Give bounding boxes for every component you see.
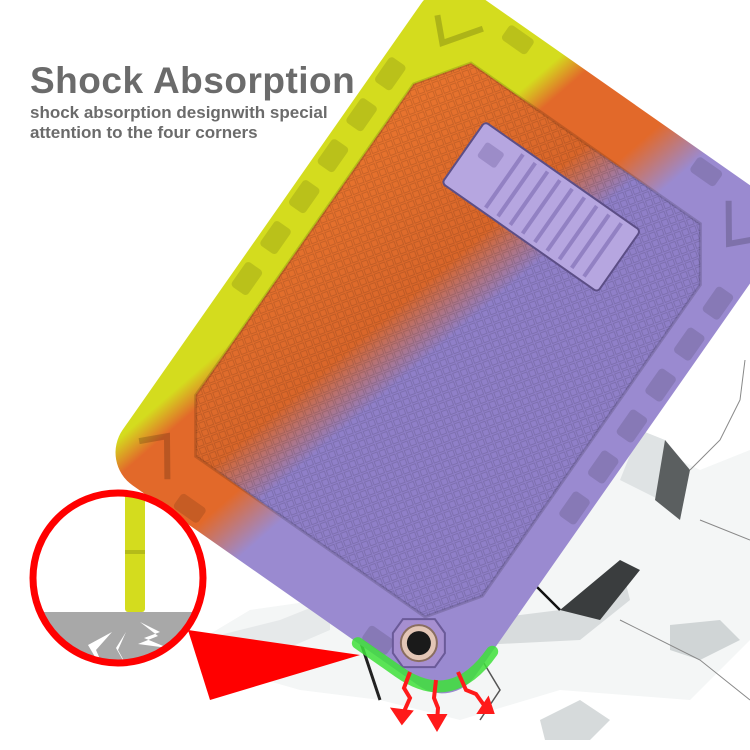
subtitle-line-2: attention to the four corners: [30, 123, 258, 142]
impact-crack-icon: [88, 622, 168, 663]
headline-subtitle: shock absorption designwith special atte…: [30, 103, 370, 143]
tablet-case: [115, 0, 750, 694]
impact-highlight: [351, 637, 499, 693]
camera-cutout: [391, 618, 446, 669]
headline-title: Shock Absorption: [30, 60, 356, 101]
case-edge-detail: [125, 493, 145, 612]
impact-arrows: [389, 671, 495, 732]
kickstand: [442, 122, 640, 292]
callout-pointer: [188, 630, 360, 700]
subtitle-line-1: shock absorption designwith special: [30, 103, 328, 122]
